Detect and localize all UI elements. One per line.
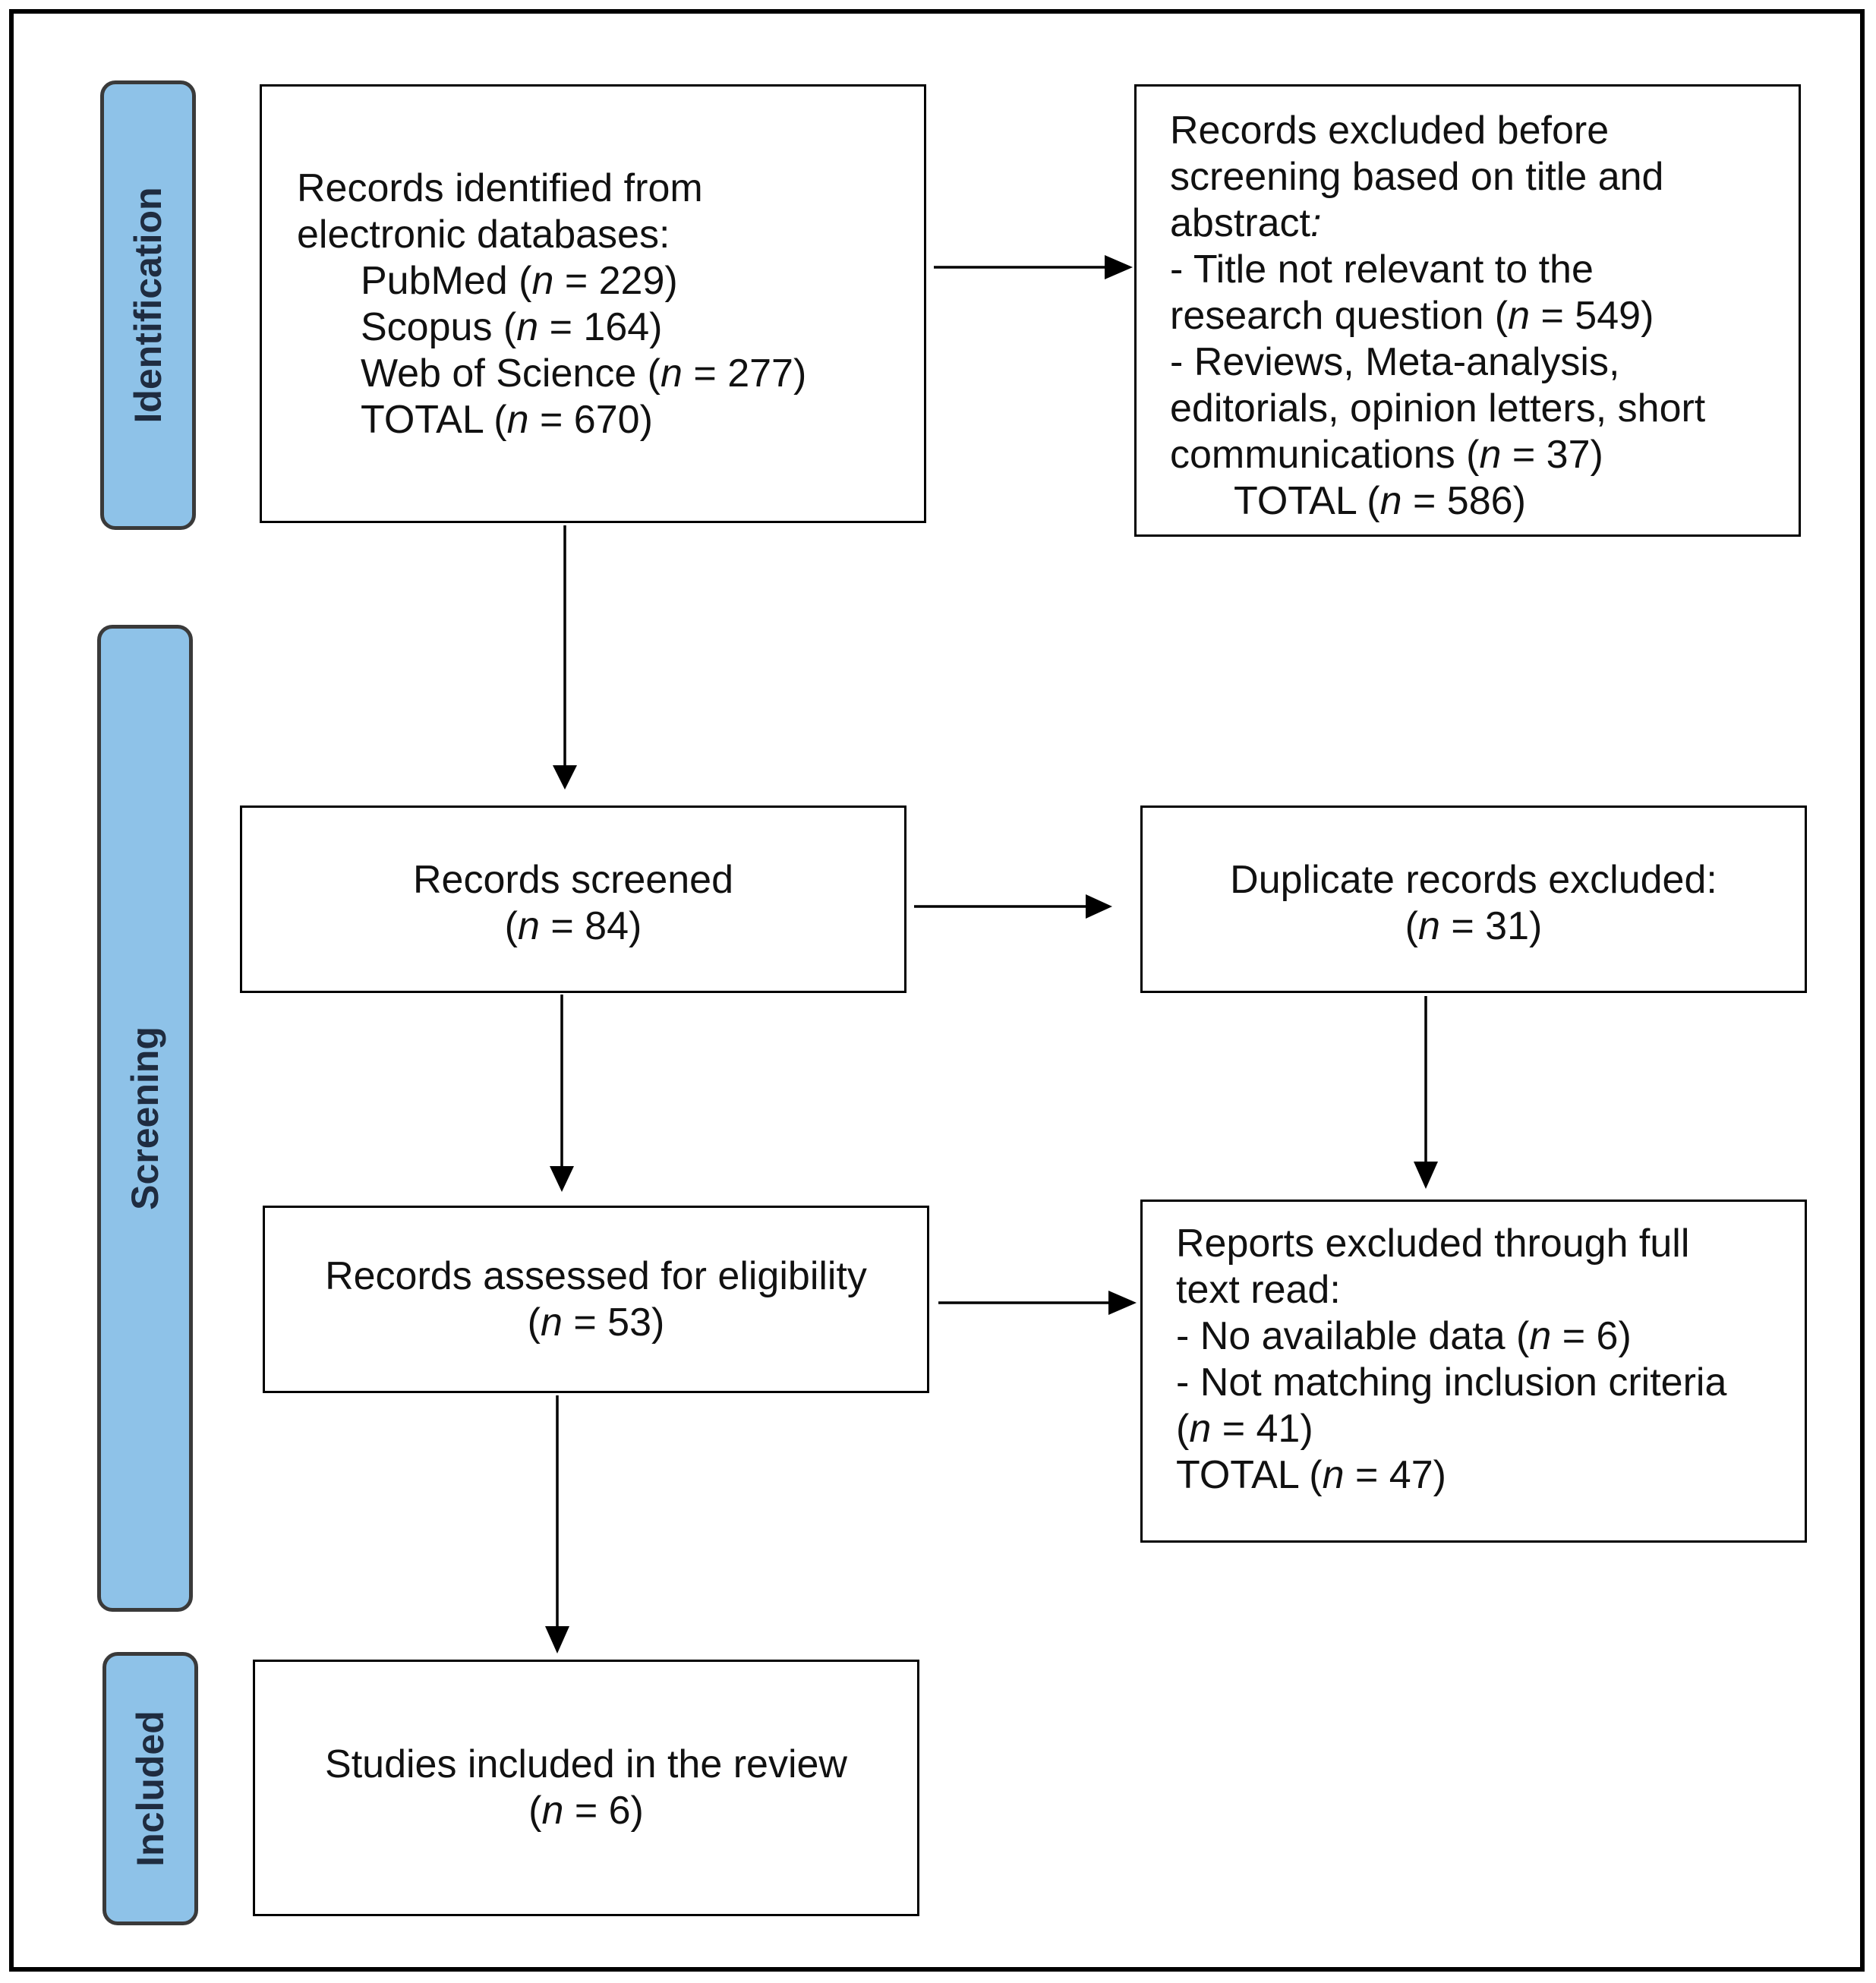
diagram-frame (9, 9, 1865, 1972)
not-matching-count: (n = 41) (1176, 1407, 1313, 1451)
phase-screening: Screening (97, 625, 193, 1612)
duplicate-records-count: (n = 31) (1405, 904, 1543, 948)
eligibility-box: Records assessed for eligibility (n = 53… (263, 1206, 929, 1393)
reports-excluded-line: Reports excluded through full (1176, 1222, 1690, 1266)
reports-excluded-line: text read: (1176, 1268, 1341, 1312)
studies-included-box: Studies included in the review (n = 6) (253, 1660, 919, 1916)
studies-included-count: (n = 6) (528, 1789, 644, 1833)
eligibility-label: Records assessed for eligibility (325, 1254, 867, 1298)
arrowhead-down (545, 1626, 569, 1654)
identified-total: TOTAL (n = 670) (361, 398, 653, 442)
excluded-before-screening-box: Records excluded before screening based … (1134, 84, 1801, 537)
identified-line: electronic databases: (297, 213, 670, 257)
reviews-count: communications (n = 37) (1170, 433, 1603, 477)
records-screened-label: Records screened (413, 858, 733, 902)
arrowhead-down (1414, 1162, 1438, 1189)
arrowhead-right (1108, 1291, 1137, 1315)
excluded-before-line: - Title not relevant to the (1170, 247, 1594, 292)
excluded-before-line: editorials, opinion letters, short (1170, 386, 1706, 430)
arrowhead-right (1086, 894, 1112, 919)
arrowhead-down (553, 765, 577, 790)
excluded-before-line: - Reviews, Meta-analysis, (1170, 340, 1620, 384)
no-data-count: - No available data (n = 6) (1176, 1314, 1632, 1358)
reports-excluded-total: TOTAL (n = 47) (1176, 1453, 1446, 1497)
records-identified-box: Records identified from electronic datab… (260, 84, 926, 523)
excluded-before-line: screening based on title and (1170, 155, 1664, 199)
records-screened-count: (n = 84) (504, 904, 642, 948)
eligibility-count: (n = 53) (527, 1300, 665, 1345)
reports-excluded-box: Reports excluded through full text read:… (1140, 1200, 1807, 1543)
records-screened-box: Records screened (n = 84) (240, 805, 906, 993)
arrowhead-right (1105, 255, 1133, 279)
phase-identification: Identification (100, 80, 196, 530)
studies-included-label: Studies included in the review (325, 1742, 847, 1786)
scopus-count: Scopus (n = 164) (361, 305, 663, 349)
phase-included: Included (102, 1652, 198, 1925)
identified-line: Records identified from (297, 166, 703, 210)
pubmed-count: PubMed (n = 229) (361, 259, 678, 303)
wos-count: Web of Science (n = 277) (361, 352, 807, 396)
duplicate-records-box: Duplicate records excluded: (n = 31) (1140, 805, 1807, 993)
excluded-before-line: Records excluded before (1170, 109, 1610, 153)
excluded-before-total: TOTAL (n = 586) (1234, 479, 1526, 523)
reports-excluded-line: - Not matching inclusion criteria (1176, 1360, 1727, 1404)
arrowhead-down (550, 1166, 574, 1192)
excluded-before-line: abstract: (1170, 201, 1322, 245)
title-not-relevant-count: research question (n = 549) (1170, 294, 1654, 338)
duplicate-records-label: Duplicate records excluded: (1230, 858, 1717, 902)
